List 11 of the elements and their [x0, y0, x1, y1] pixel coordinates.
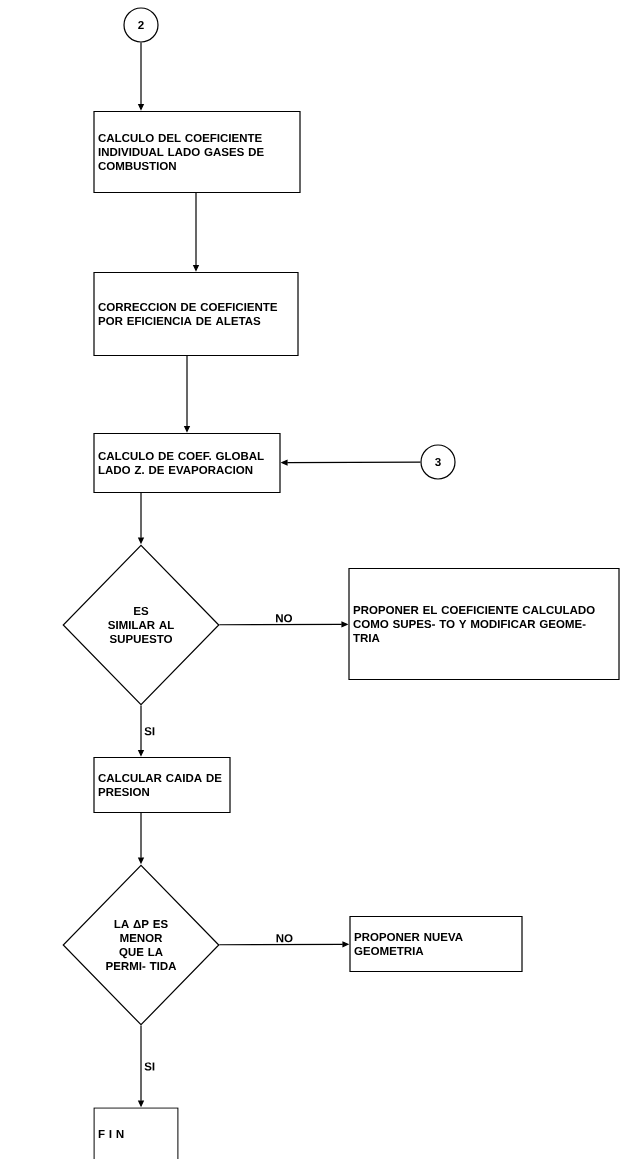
edge-label: NO: [274, 933, 294, 944]
process-box: CALCULAR CAIDA DE PRESION: [93, 756, 231, 814]
process-box: PROPONER EL COEFICIENTE CALCULADO COMO SUPES- TO Y MODIFICAR GEOME- TRIA: [348, 567, 620, 681]
edge-label: SI: [143, 726, 157, 737]
process-box: CALCULO DEL COEFICIENTE INDIVIDUAL LADO GASES DE COMBUSTION: [93, 110, 301, 194]
terminal-box: F I N: [93, 1107, 179, 1159]
edge-label: NO: [274, 613, 294, 624]
process-box: CALCULO DE COEF. GLOBAL LADO Z. DE EVAPORACION: [93, 432, 281, 494]
edge-label: SI: [143, 1061, 157, 1072]
process-box: PROPONER NUEVA GEOMETRIA: [349, 915, 523, 973]
process-box: CORRECCION DE COEFICIENTE POR EFICIENCIA DE ALETAS: [93, 271, 299, 357]
